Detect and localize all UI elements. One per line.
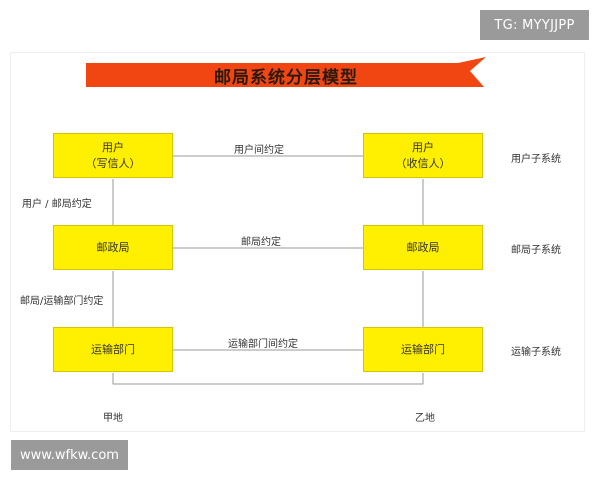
post-office-right-box: 邮政局: [363, 225, 483, 270]
watermark-badge-bottom: www.wfkw.com: [11, 440, 128, 470]
watermark-badge-top: TG: MYYJJPP: [480, 10, 589, 40]
transport-right-box: 运输部门: [363, 327, 483, 372]
transport-right-label: 运输部门: [401, 342, 445, 356]
user-subsystem-label: 用户子系统: [511, 154, 561, 165]
diagram-title: 邮局系统分层模型: [214, 67, 358, 88]
post-office-left-box: 邮政局: [53, 225, 173, 270]
title-banner: 邮局系统分层模型: [86, 57, 486, 93]
banner-ribbon: [86, 57, 486, 87]
physical-link-line: [112, 373, 424, 385]
user-protocol-label: 用户间约定: [234, 145, 284, 156]
post-office-right-label: 邮政局: [406, 240, 440, 254]
post-transport-interface-label: 邮局/运输部门约定: [20, 296, 104, 307]
user-sender-label: 用户: [102, 140, 124, 154]
location-left-label: 甲地: [103, 413, 123, 424]
transport-left-box: 运输部门: [53, 327, 173, 372]
user-receiver-label: 用户: [412, 140, 434, 154]
post-office-left-label: 邮政局: [96, 240, 130, 254]
user-sender-box: 用户 （写信人）: [53, 133, 173, 178]
user-sender-role: （写信人）: [85, 156, 141, 170]
user-receiver-box: 用户 （收信人）: [363, 133, 483, 178]
post-protocol-label: 邮局约定: [241, 237, 281, 248]
transport-left-label: 运输部门: [91, 342, 135, 356]
transport-subsystem-label: 运输子系统: [511, 347, 561, 358]
post-subsystem-label: 邮局子系统: [511, 245, 561, 256]
location-right-label: 乙地: [415, 413, 435, 424]
transport-protocol-label: 运输部门间约定: [228, 339, 298, 350]
user-post-interface-label: 用户 / 邮局约定: [22, 199, 92, 210]
user-receiver-role: （收信人）: [395, 156, 451, 170]
